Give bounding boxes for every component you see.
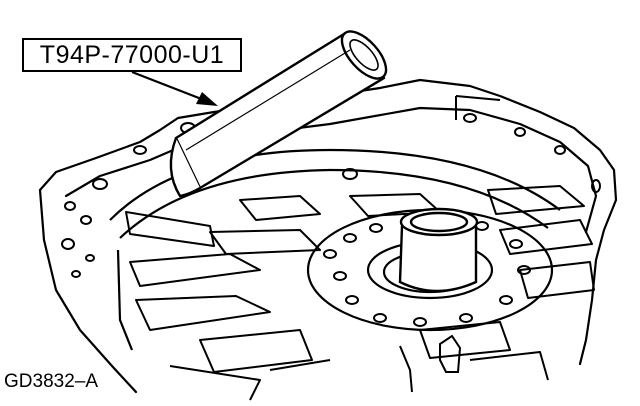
tool-number-callout: T94P-77000-U1 [22, 38, 242, 72]
hub-bolt-holes [323, 221, 531, 327]
figure-id-label: GD3832–A [4, 371, 99, 392]
housing-ring [109, 148, 561, 351]
lower-bracket [269, 334, 462, 393]
callout-leader-arrow [131, 70, 218, 106]
installer-tool-tube [169, 30, 388, 198]
tool-number-label: T94P-77000-U1 [39, 40, 225, 69]
case-outline [38, 78, 618, 394]
input-shaft-sleeve [398, 207, 479, 293]
